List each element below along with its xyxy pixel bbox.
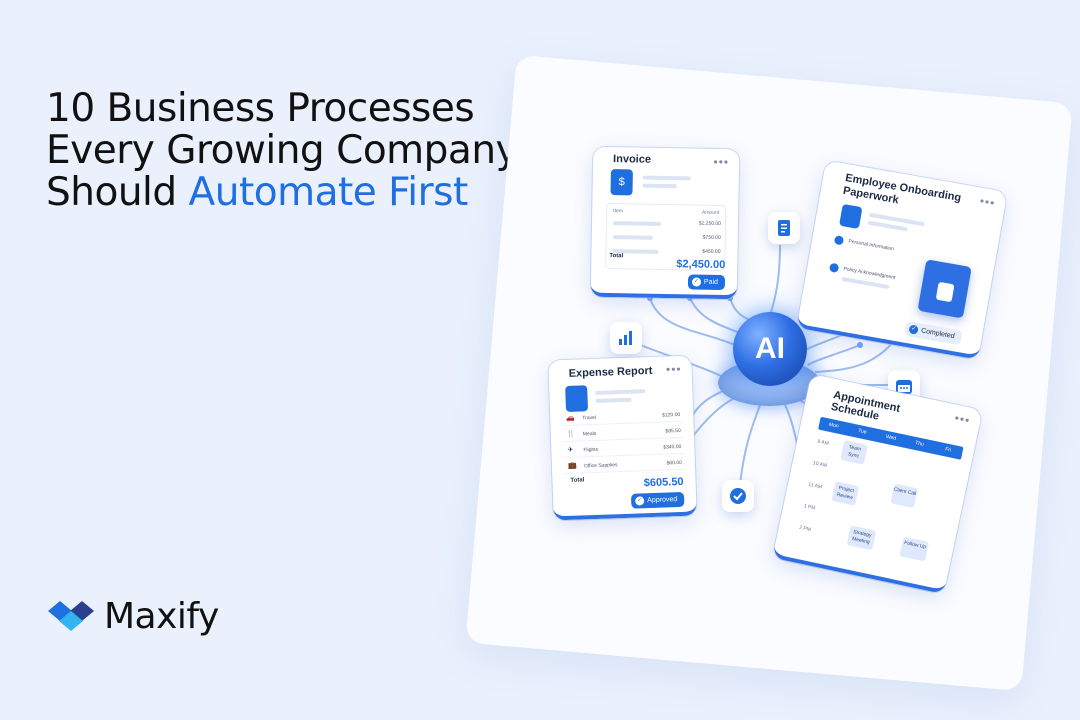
invoice-card: Invoice ••• $ Item Amount $1,250.00 $750…: [590, 146, 740, 300]
time-label: 1 PM: [803, 503, 816, 512]
invoice-amount-1: $1,250.00: [698, 220, 722, 227]
day-mon: Mon: [828, 421, 840, 430]
more-options-icon: •••: [953, 410, 972, 428]
paid-badge-label: Paid: [703, 278, 719, 286]
brand-logo: Maxify: [46, 596, 219, 637]
approved-badge-label: Approved: [647, 496, 678, 505]
invoice-total-label: Total: [609, 253, 624, 260]
day-tue: Tue: [857, 427, 868, 436]
expense-amount: $60.00: [666, 459, 683, 467]
time-label: 9 AM: [816, 438, 830, 447]
day-thu: Thu: [914, 440, 925, 448]
expense-label: Flights: [583, 446, 599, 454]
expense-label: Meals: [582, 430, 597, 438]
paid-badge: ✓Paid: [687, 274, 726, 291]
check-icon: [828, 262, 840, 274]
expense-report-card: Expense Report ••• 🚗 Travel $120.00 🍴 Meals…: [548, 355, 697, 521]
expense-total: $605.50: [643, 475, 684, 490]
expense-total-label: Total: [570, 477, 585, 484]
invoice-title: Invoice: [613, 153, 652, 166]
expense-row: 🚗 Travel $120.00: [562, 407, 683, 427]
folder-icon: [917, 259, 972, 319]
more-options-icon: •••: [978, 193, 997, 211]
day-wed: Wed: [885, 433, 897, 442]
expense-label: Travel: [582, 414, 597, 422]
expense-amount: $85.50: [665, 427, 681, 435]
completed-badge-label: Completed: [920, 327, 956, 341]
document-icon: [768, 212, 800, 244]
invoice-total: $2,450.00: [676, 258, 726, 272]
day-fri: Fri: [944, 446, 952, 454]
checkmark-icon: [722, 480, 754, 512]
expense-row: ✈ Flights $340.00: [563, 439, 684, 459]
event-client-call: Client Call: [890, 483, 918, 509]
time-label: 10 AM: [812, 460, 828, 470]
time-label: 11 AM: [807, 481, 823, 491]
check-icon: ✓: [635, 496, 645, 506]
expense-label: Office Supplies: [583, 462, 618, 470]
event-team-sync: Team Sync: [840, 440, 868, 465]
headline-line-1: 10 Business Processes: [46, 86, 475, 131]
headline-accent: Automate First: [188, 170, 469, 215]
expense-amount: $120.00: [662, 411, 681, 419]
expense-row: 💼 Office Supplies $60.00: [563, 455, 685, 475]
invoice-document-icon: $: [610, 169, 633, 196]
event-follow-up: Follow Up: [899, 536, 930, 562]
bar-chart-icon: [610, 322, 642, 354]
onboarding-card: Employee Onboarding Paperwork ••• Person…: [796, 160, 1008, 360]
invoice-col-amount: Amount: [701, 209, 720, 216]
invoice-amount-2: $750.00: [702, 234, 721, 241]
expense-amount: $340.00: [663, 443, 682, 451]
headline: 10 Business Processes Every Growing Comp…: [46, 88, 526, 214]
headline-line-2: Every Growing Company: [46, 128, 519, 173]
invoice-amount-3: $450.00: [702, 248, 721, 255]
receipt-icon: [565, 385, 589, 412]
brand-name: Maxify: [104, 596, 219, 637]
briefcase-icon: 💼: [567, 462, 577, 470]
event-project-review: Project Review: [831, 481, 860, 506]
fork-knife-icon: 🍴: [566, 430, 576, 438]
plane-icon: ✈: [567, 446, 574, 454]
approved-badge: ✓Approved: [630, 491, 685, 509]
maxify-logo-icon: [48, 600, 94, 631]
invoice-col-item: Item: [613, 208, 623, 215]
check-icon: [833, 235, 845, 246]
check-icon: ✓: [691, 277, 702, 287]
expense-title: Expense Report: [568, 364, 653, 380]
time-label: 2 PM: [798, 524, 812, 534]
headline-line-3-prefix: Should: [46, 170, 189, 215]
check-icon: ✓: [908, 324, 919, 335]
user-profile-icon: [839, 203, 863, 230]
onboarding-item-1: Personal Information: [847, 238, 895, 253]
event-strategy-meeting: Strategy Meeting: [846, 525, 877, 551]
ai-hub-orb: AI: [733, 312, 807, 386]
more-options-icon: •••: [665, 361, 682, 377]
expense-row: 🍴 Meals $85.50: [562, 423, 684, 443]
headline-line-3: Should Automate First: [46, 172, 526, 214]
car-icon: 🚗: [566, 414, 576, 422]
more-options-icon: •••: [713, 154, 730, 170]
completed-badge: ✓Completed: [904, 320, 963, 346]
